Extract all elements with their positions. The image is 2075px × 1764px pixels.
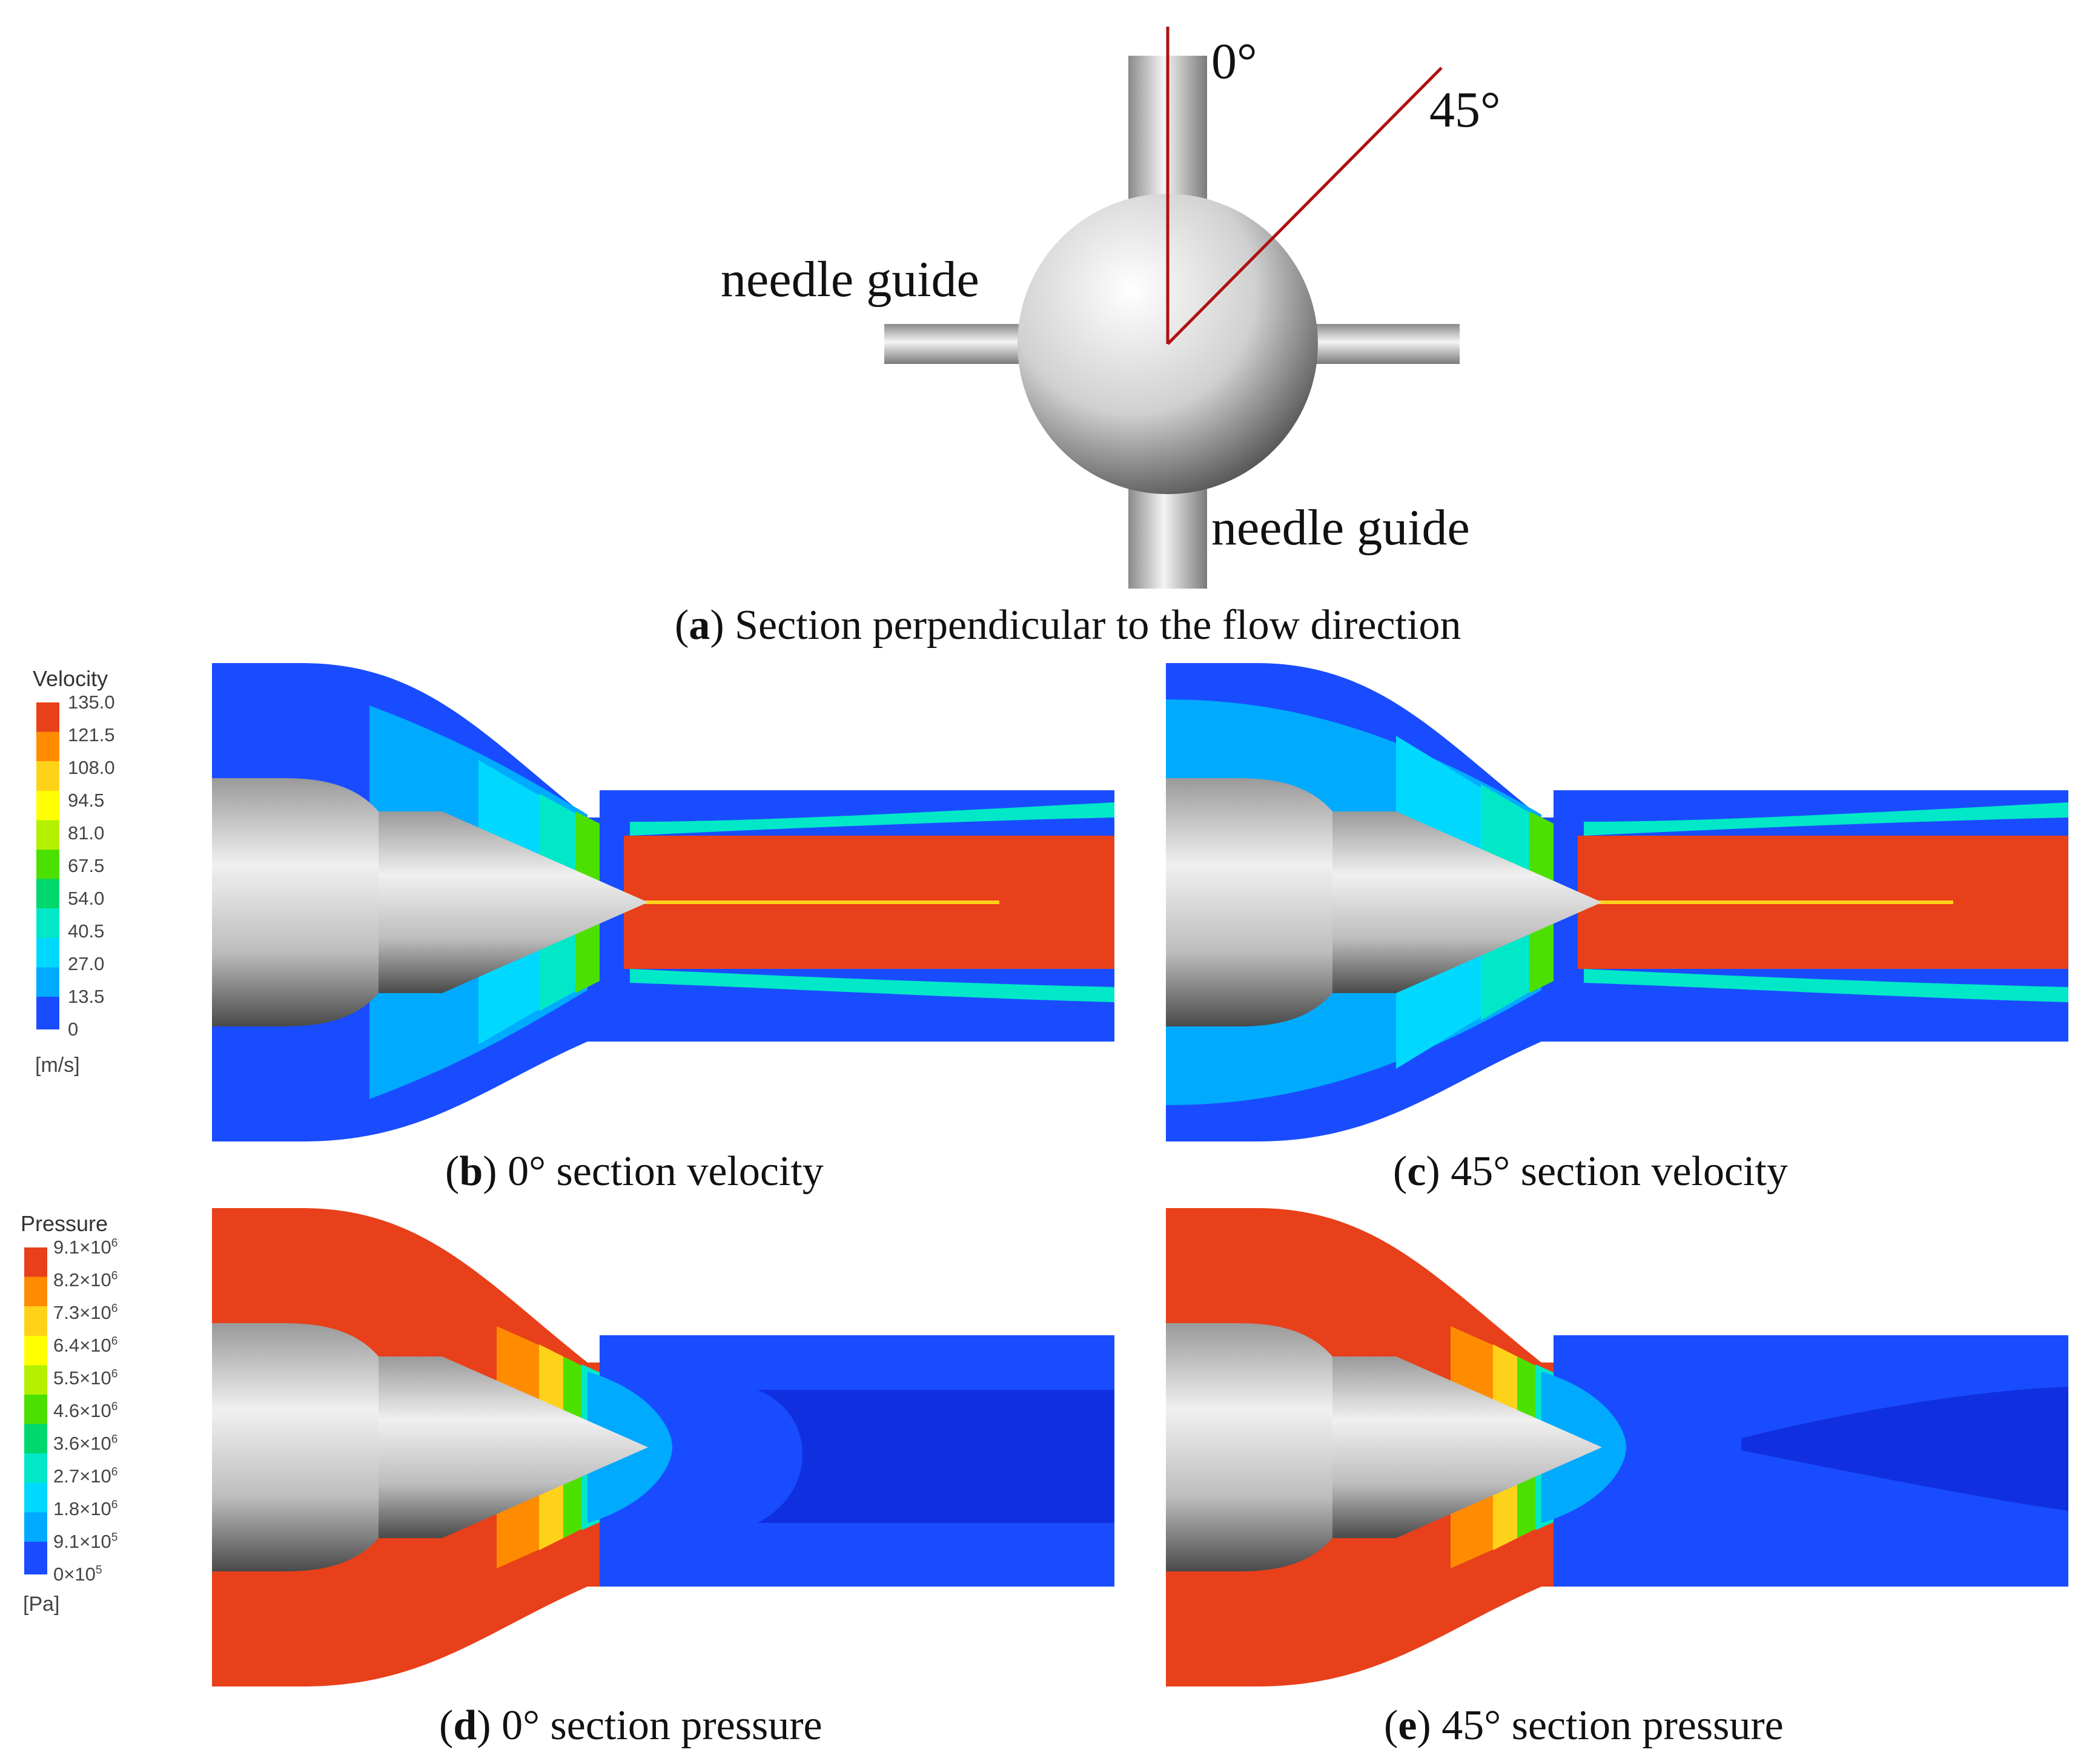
needle-body	[1166, 1323, 1332, 1571]
velocity-tick: 13.5	[68, 986, 105, 1007]
pressure-tick-exponent: 6	[111, 1302, 118, 1315]
needle-body	[212, 778, 379, 1026]
caption-e-letter: e	[1398, 1702, 1417, 1749]
velocity-tick: 81.0	[68, 822, 105, 844]
caption-c: (c) 45° section velocity	[1393, 1148, 1788, 1195]
pressure-tick-exponent: 6	[111, 1400, 118, 1413]
velocity-tick: 135.0	[68, 692, 115, 713]
pressure-tick: 3.6×106	[53, 1433, 117, 1455]
panel-d	[212, 1208, 1114, 1686]
pressure-tick-exponent: 6	[111, 1498, 118, 1511]
velocity-tick: 94.5	[68, 790, 105, 811]
pressure-tick: 9.1×105	[53, 1531, 117, 1553]
pressure-contour-0deg	[212, 1208, 1114, 1686]
angle-0-label: 0°	[1211, 33, 1257, 90]
jet-shear-bottom	[630, 969, 1114, 1002]
pressure-tick-mantissa: 1.8×10	[53, 1498, 111, 1519]
pressure-tick-exponent: 5	[95, 1564, 102, 1577]
pressure-tick: 4.6×106	[53, 1400, 117, 1422]
axis-45-line	[1167, 67, 1443, 345]
velocity-legend: Velocity 135.0 121.5 108.0 94.5 81.0 67.5 54.0…	[30, 666, 188, 1090]
velocity-tick: 0	[68, 1019, 79, 1040]
caption-a-text: Section perpendicular to the flow direct…	[735, 602, 1461, 649]
caption-c-letter: c	[1407, 1148, 1426, 1195]
pressure-tick-mantissa: 6.4×10	[53, 1335, 111, 1356]
pressure-tick: 1.8×106	[53, 1498, 117, 1520]
needle-guide-label-left: needle guide	[721, 251, 979, 308]
needle-body	[1166, 778, 1332, 1026]
pressure-tick-exponent: 6	[111, 1465, 118, 1479]
needle-tip	[1332, 811, 1602, 993]
pressure-tick-mantissa: 0×10	[53, 1564, 96, 1585]
pressure-tick-mantissa: 8.2×10	[53, 1269, 111, 1290]
velocity-contour-45deg	[1166, 663, 2068, 1141]
caption-b: (b) 0° section velocity	[445, 1148, 824, 1195]
jet-shear-top	[1584, 802, 2068, 836]
caption-a: (a) Section perpendicular to the flow di…	[675, 602, 1461, 649]
velocity-tick: 108.0	[68, 757, 115, 778]
pipe-low-zone	[1741, 1387, 2068, 1511]
panel-e	[1166, 1208, 2068, 1686]
pressure-tick-exponent: 5	[111, 1531, 118, 1544]
needle-tip	[379, 811, 648, 993]
panel-a: 0° 45° needle guide needle guide	[721, 18, 1593, 600]
pressure-tick: 6.4×106	[53, 1335, 117, 1356]
velocity-colorbar	[36, 702, 59, 1029]
velocity-tick: 121.5	[68, 724, 115, 745]
panel-c	[1166, 663, 2068, 1141]
pressure-tick: 9.1×106	[53, 1237, 117, 1258]
pressure-tick-mantissa: 5.5×10	[53, 1367, 111, 1389]
jet-shear-top	[630, 802, 1114, 836]
caption-d-letter: d	[453, 1702, 477, 1749]
needle-tip	[379, 1356, 648, 1538]
pressure-legend-title: Pressure	[21, 1211, 108, 1236]
caption-d-text: 0° section pressure	[501, 1702, 822, 1749]
velocity-tick: 67.5	[68, 855, 105, 876]
pressure-tick-exponent: 6	[111, 1269, 118, 1283]
caption-c-text: 45° section velocity	[1451, 1148, 1788, 1195]
jet-center-streak	[636, 900, 999, 904]
pressure-tick-exponent: 6	[111, 1335, 118, 1348]
velocity-legend-title: Velocity	[33, 666, 108, 691]
caption-d: (d) 0° section pressure	[439, 1702, 822, 1749]
pressure-tick-mantissa: 7.3×10	[53, 1302, 111, 1323]
pressure-tick-exponent: 6	[111, 1237, 118, 1250]
pressure-colorbar	[24, 1247, 47, 1574]
panel-b	[212, 663, 1114, 1141]
pressure-tick-mantissa: 9.1×10	[53, 1531, 111, 1552]
pressure-tick: 2.7×106	[53, 1465, 117, 1487]
caption-b-letter: b	[459, 1148, 483, 1195]
caption-e: (e) 45° section pressure	[1384, 1702, 1784, 1749]
velocity-legend-unit: [m/s]	[35, 1054, 80, 1077]
caption-a-letter: a	[689, 602, 710, 649]
pressure-tick-mantissa: 4.6×10	[53, 1400, 111, 1421]
pressure-legend-unit: [Pa]	[23, 1593, 60, 1616]
caption-e-text: 45° section pressure	[1441, 1702, 1784, 1749]
pressure-tick: 0×105	[53, 1564, 102, 1585]
caption-b-text: 0° section velocity	[508, 1148, 824, 1195]
sphere-cross-diagram	[884, 27, 1460, 589]
jet-shear-bottom	[1584, 969, 2068, 1002]
pipe-low-zone	[757, 1390, 1114, 1523]
velocity-tick: 40.5	[68, 920, 105, 942]
needle-guide-right	[1296, 324, 1460, 364]
needle-tip	[1332, 1356, 1602, 1538]
pressure-tick: 5.5×106	[53, 1367, 117, 1389]
angle-45-label: 45°	[1429, 82, 1501, 138]
velocity-tick: 27.0	[68, 953, 105, 974]
pressure-tick-exponent: 6	[111, 1367, 118, 1381]
pressure-tick-mantissa: 3.6×10	[53, 1433, 111, 1454]
jet-center-streak	[1590, 900, 1953, 904]
pressure-tick-mantissa: 9.1×10	[53, 1237, 111, 1258]
pressure-tick-exponent: 6	[111, 1433, 118, 1446]
pressure-tick: 7.3×106	[53, 1302, 117, 1324]
needle-body	[212, 1323, 379, 1571]
pressure-tick: 8.2×106	[53, 1269, 117, 1291]
velocity-contour-0deg	[212, 663, 1114, 1141]
pressure-tick-mantissa: 2.7×10	[53, 1465, 111, 1487]
velocity-tick: 54.0	[68, 888, 105, 909]
pressure-contour-45deg	[1166, 1208, 2068, 1686]
needle-guide-label-right: needle guide	[1211, 500, 1470, 556]
